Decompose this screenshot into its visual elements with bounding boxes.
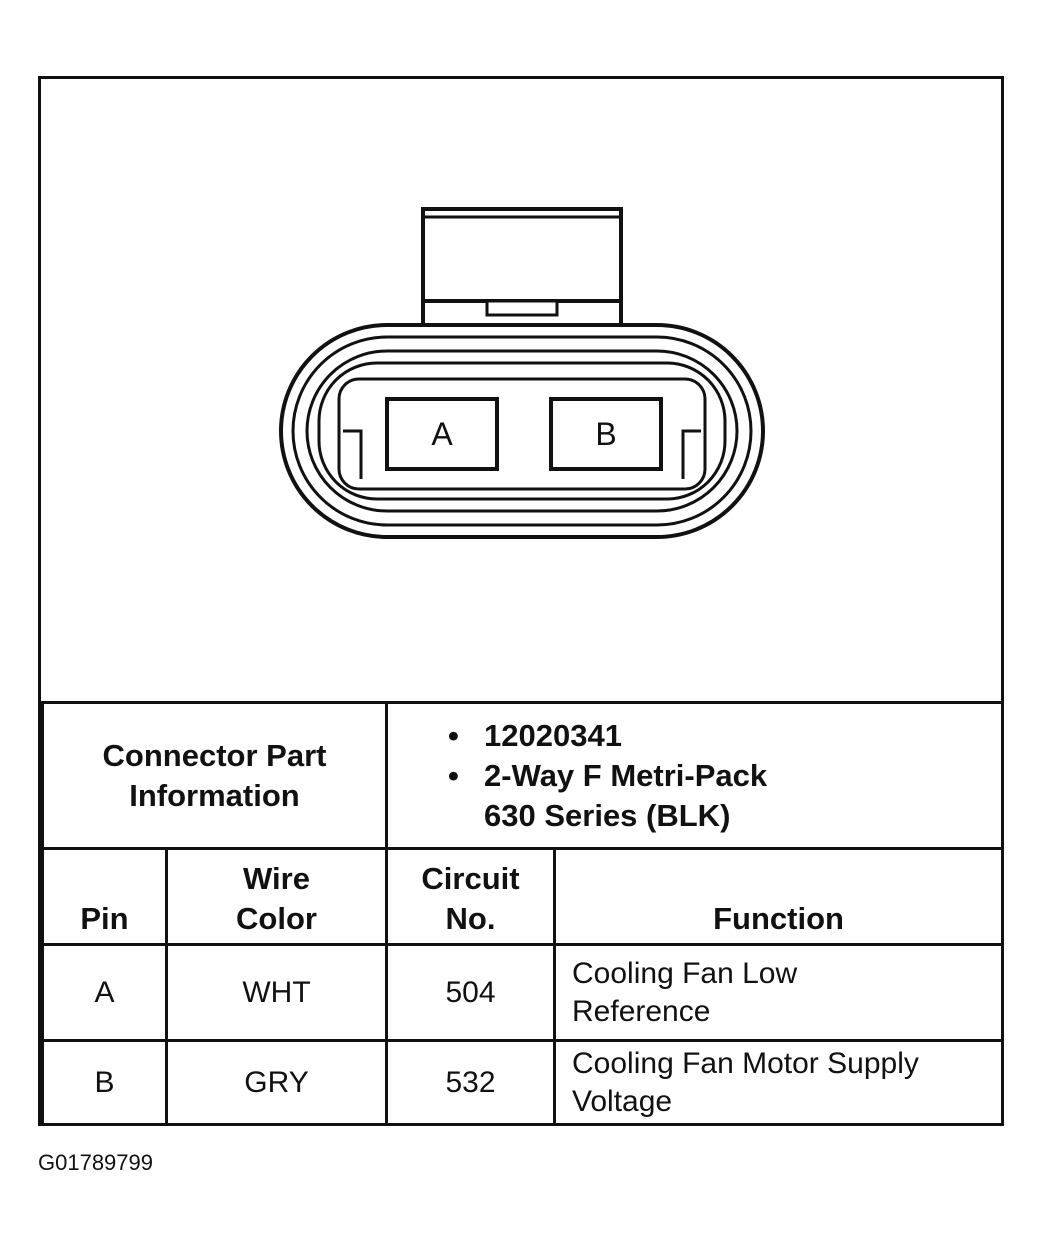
diagram-frame: A B Connector Part Information 12020341 … [38, 76, 1005, 1126]
header-text: Circuit [421, 861, 520, 896]
cell-pin: B [41, 1039, 168, 1126]
header-function-text: Function [713, 901, 844, 936]
connector-drawing: A B [279, 207, 765, 539]
figure-id: G01789799 [38, 1150, 153, 1175]
function-text: Voltage [572, 1084, 673, 1118]
header-row: Pin Wire Color Circuit No. Function [41, 847, 1005, 946]
header-text: Color [236, 901, 317, 936]
cell-function: Cooling Fan Motor Supply Voltage [553, 1039, 1005, 1126]
header-text: Wire [243, 861, 310, 896]
function-text: Cooling Fan Low [572, 956, 798, 990]
part-info-label: Connector Part Information [40, 701, 389, 850]
header-circuit: Circuit No. [385, 847, 557, 946]
connector-body [279, 323, 765, 539]
cell-pin: A [41, 943, 168, 1042]
part-number: 12020341 [448, 716, 1001, 756]
part-info-label-line: Information [129, 777, 300, 813]
cell-circuit: 532 [385, 1039, 557, 1126]
cell-wire-color: GRY [164, 1039, 389, 1126]
cell-function: Cooling Fan Low Reference [553, 943, 1005, 1042]
function-text: Cooling Fan Motor Supply [572, 1046, 919, 1080]
header-wire-color: Wire Color [164, 847, 389, 946]
header-function: Function [553, 847, 1005, 946]
part-info-values: 12020341 2-Way F Metri-Pack 630 Series (… [385, 701, 1005, 850]
connector-latch [421, 207, 623, 333]
part-info-row: Connector Part Information 12020341 2-Wa… [40, 701, 1005, 850]
pin-cavity-a: A [385, 397, 499, 471]
part-description-line: 2-Way F Metri-Pack [484, 757, 768, 793]
header-text: No. [445, 901, 496, 936]
part-description-line: 630 Series (BLK) [484, 797, 731, 833]
part-info-label-line: Connector Part [102, 737, 327, 773]
pin-label-b: B [595, 416, 616, 452]
cell-wire-color: WHT [164, 943, 389, 1042]
part-description: 2-Way F Metri-Pack 630 Series (BLK) [448, 756, 1001, 836]
pin-cavity-b: B [549, 397, 663, 471]
header-pin-text: Pin [80, 901, 129, 936]
table-row: B GRY 532 Cooling Fan Motor Supply Volta… [41, 1039, 1005, 1126]
connector-table: Connector Part Information 12020341 2-Wa… [40, 701, 1005, 1126]
pin-label-a: A [431, 416, 453, 452]
cell-circuit: 504 [385, 943, 557, 1042]
table-row: A WHT 504 Cooling Fan Low Reference [41, 943, 1005, 1042]
function-text: Reference [572, 994, 711, 1028]
header-pin: Pin [41, 847, 168, 946]
